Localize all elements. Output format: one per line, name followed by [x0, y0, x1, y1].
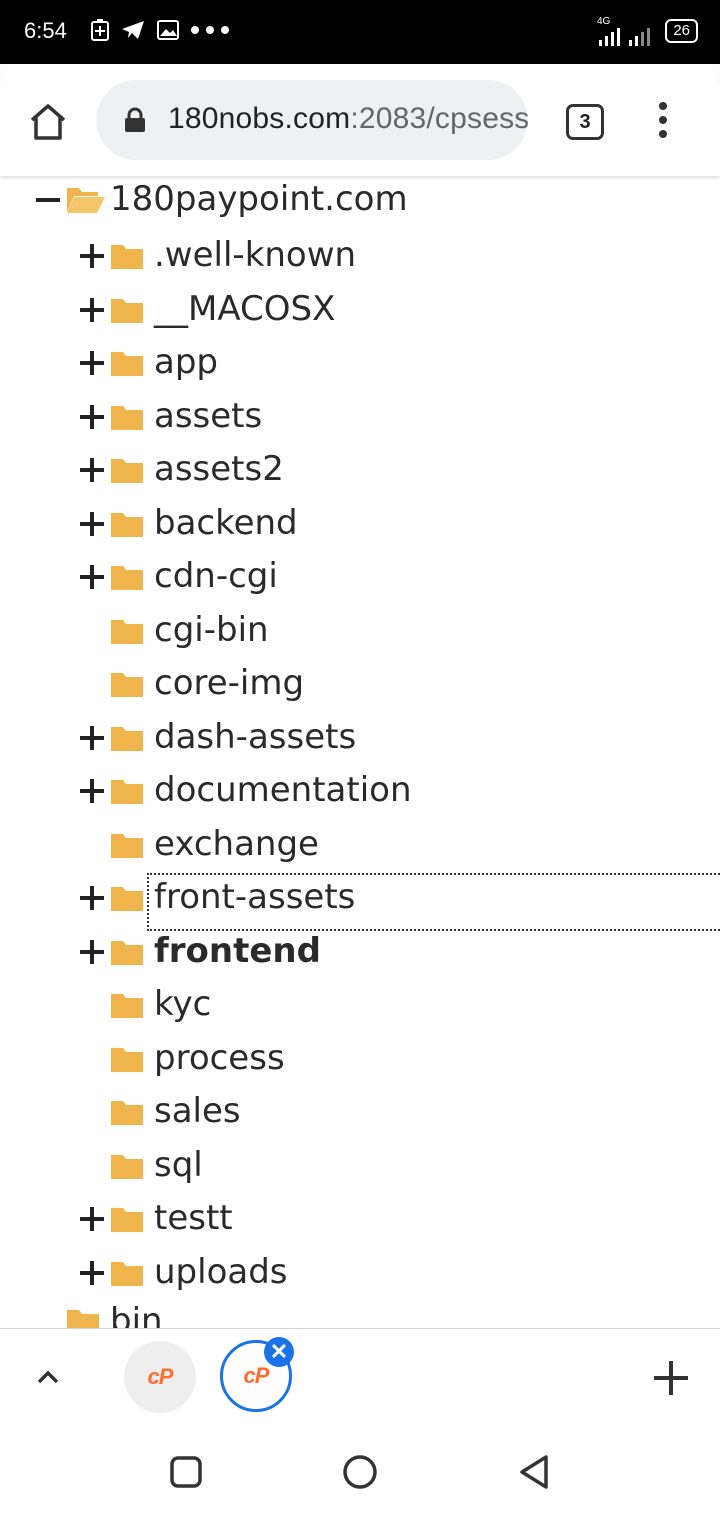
folder-icon [111, 352, 143, 376]
browser-toolbar: 180nobs.com:2083/cpsess 3 [0, 64, 720, 176]
tree-item-label[interactable]: kyc [154, 984, 212, 1024]
tab-switcher-icon[interactable]: 3 [566, 104, 604, 140]
folder-icon [111, 833, 143, 858]
chevron-up-icon[interactable] [36, 1365, 60, 1389]
folder-icon [111, 298, 143, 323]
tree-item-label[interactable]: cdn-cgi [154, 556, 278, 596]
tree-item-label[interactable]: assets2 [154, 449, 284, 489]
battery-saver-icon [91, 19, 109, 41]
folder-icon [111, 1208, 143, 1232]
status-time: 6:54 [24, 18, 67, 43]
folder-icon [111, 780, 143, 804]
expand-icon[interactable] [80, 404, 104, 429]
folder-icon [111, 994, 143, 1018]
expand-icon[interactable] [80, 1260, 104, 1285]
folder-icon [111, 459, 143, 483]
home-nav-icon[interactable] [342, 1454, 378, 1490]
gallery-icon [157, 20, 179, 40]
close-tab-icon[interactable]: ✕ [264, 1337, 294, 1367]
signal-icon: 4G [597, 16, 651, 46]
tree-item-bin[interactable]: bin [110, 1301, 163, 1328]
tree-item-label[interactable]: testt [154, 1198, 233, 1238]
tab-strip: cP cP ✕ [0, 1328, 720, 1427]
tree-item-label[interactable]: sql [154, 1144, 203, 1185]
tree-item-label[interactable]: backend [154, 502, 298, 543]
tree-item-label[interactable]: frontend [154, 930, 321, 971]
tree-item-label[interactable]: .well-known [154, 235, 357, 275]
folder-icon [111, 1047, 143, 1072]
expand-icon[interactable] [80, 779, 104, 803]
tree-item-label[interactable]: uploads [154, 1251, 288, 1292]
tree-item-label[interactable]: documentation [154, 770, 412, 810]
tree-item-label[interactable]: __MACOSX [154, 288, 336, 329]
expand-icon[interactable] [80, 939, 104, 964]
cpanel-logo: cP [243, 1363, 270, 1388]
folder-icon [67, 1310, 99, 1328]
expand-icon[interactable] [80, 725, 104, 750]
folder-icon [111, 1154, 143, 1179]
url-host: 180nobs.com [168, 102, 351, 135]
folder-icon [111, 1101, 143, 1125]
battery-indicator: 26 [665, 19, 698, 43]
expand-icon[interactable] [80, 297, 104, 322]
network-type: 4G [597, 16, 611, 27]
notification-icons [90, 18, 230, 42]
tree-item-label[interactable]: assets [154, 395, 263, 436]
tree-item-label[interactable]: app [154, 342, 218, 382]
tab-thumbnail-cpanel[interactable]: cP [124, 1341, 196, 1413]
folder-icon [111, 673, 143, 697]
collapse-icon[interactable] [36, 188, 60, 212]
recents-icon[interactable] [168, 1454, 204, 1490]
telegram-icon [122, 21, 144, 39]
folder-icon [111, 887, 143, 911]
folder-open-icon [67, 188, 105, 213]
focus-outline [147, 873, 720, 931]
folder-icon [111, 405, 143, 430]
expand-icon[interactable] [80, 351, 104, 375]
tree-item-label[interactable]: core-img [154, 663, 305, 703]
folder-icon [111, 245, 143, 269]
cpanel-logo: cP [147, 1364, 174, 1389]
tree-item-label[interactable]: sales [154, 1091, 241, 1131]
expand-icon[interactable] [80, 886, 104, 910]
folder-icon [111, 619, 143, 644]
more-notifications-icon [191, 26, 229, 34]
expand-icon[interactable] [80, 458, 104, 482]
folder-icon [111, 1261, 143, 1286]
system-icons: 4G 26 [595, 14, 698, 48]
folder-icon [111, 512, 143, 537]
status-bar: 6:54 4G 26 [0, 0, 720, 64]
folder-icon [111, 726, 143, 751]
tree-item-label[interactable]: front-assets [154, 877, 356, 917]
folder-icon [111, 940, 143, 965]
more-menu-icon[interactable] [652, 102, 674, 142]
address-bar[interactable]: 180nobs.com:2083/cpsess [96, 80, 528, 160]
expand-icon[interactable] [80, 1207, 104, 1231]
expand-icon[interactable] [80, 565, 104, 589]
url-text: 180nobs.com:2083/cpsess [168, 102, 528, 136]
tree-root-label[interactable]: 180paypoint.com [110, 179, 408, 219]
lock-icon [125, 107, 145, 132]
folder-icon [111, 566, 143, 590]
back-icon[interactable] [516, 1454, 552, 1490]
tree-item-label[interactable]: process [154, 1037, 285, 1078]
tree-item-label[interactable]: cgi-bin [154, 609, 269, 650]
navigation-bar [0, 1424, 720, 1520]
tree-item-label[interactable]: exchange [154, 823, 319, 864]
tree-item-label[interactable]: dash-assets [154, 716, 357, 757]
url-path: :2083/cpsess [350, 102, 528, 135]
expand-icon[interactable] [80, 244, 104, 268]
expand-icon[interactable] [80, 511, 104, 536]
new-tab-icon[interactable] [654, 1361, 688, 1395]
home-icon[interactable] [26, 100, 70, 144]
